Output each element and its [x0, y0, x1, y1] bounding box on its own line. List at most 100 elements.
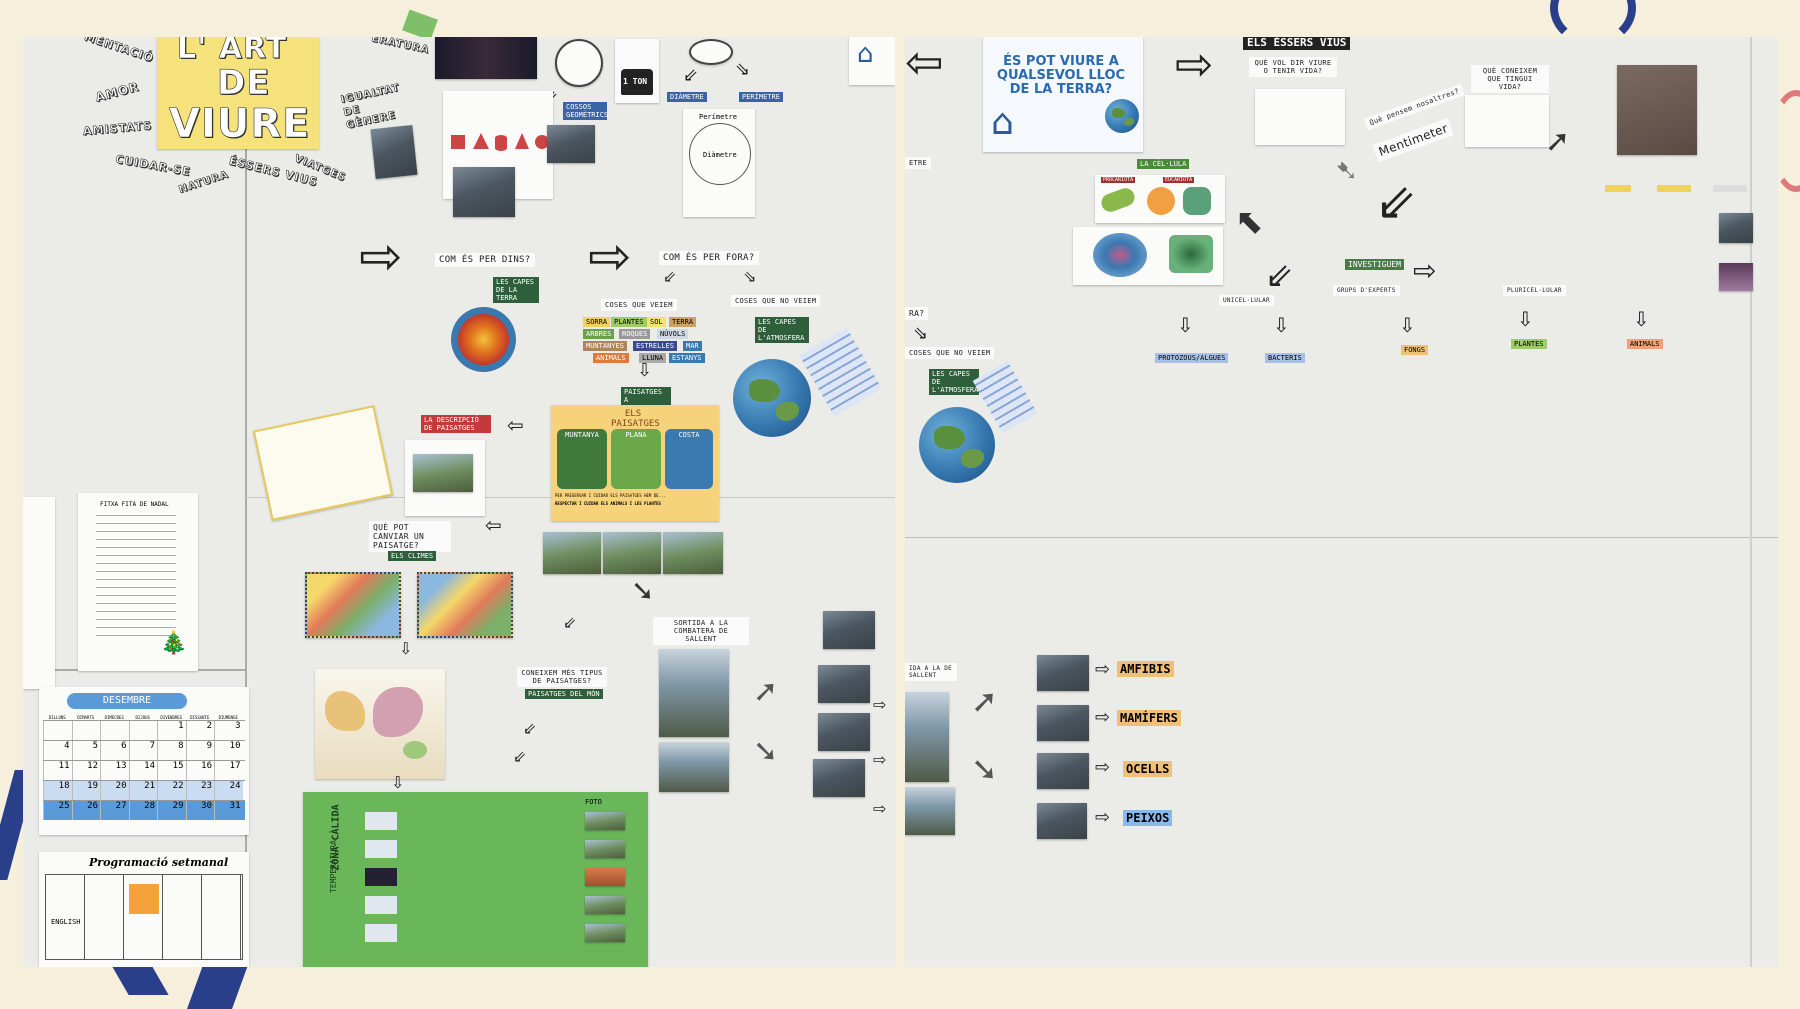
- foto-header: FOTO: [585, 798, 602, 806]
- coses-word: ARBRES: [583, 329, 615, 339]
- ra-label: RA?: [905, 307, 929, 320]
- group-photo: [823, 611, 875, 649]
- calendar-day: 9: [185, 741, 215, 760]
- calendar-day: 22: [157, 781, 186, 800]
- board-seam: [1750, 37, 1752, 967]
- list-heading: [1605, 185, 1631, 192]
- calendar-weekday: DIVENDRES: [160, 715, 183, 720]
- curved-arrow-icon: ➷: [1335, 154, 1359, 187]
- coses-word: ESTANYS: [669, 353, 705, 363]
- calendar-day: [128, 721, 158, 740]
- diametre-label: DIÀMETRE: [667, 92, 707, 102]
- grups-label: GRUPS D'EXPERTS: [1333, 285, 1400, 296]
- map-thumb: [365, 868, 397, 886]
- cellula-tag: LA CÈL·LULA: [1137, 159, 1190, 169]
- classroom-photo: [453, 167, 515, 217]
- coses-word: PLANTES: [611, 317, 647, 327]
- curved-arrow-icon: ➚: [971, 682, 998, 720]
- coses-veiem-label: COSES QUE VEIEM: [601, 299, 677, 311]
- coses-word: MAR: [683, 341, 702, 351]
- shape-pyramid-icon: [473, 133, 489, 149]
- calendar-day: 12: [71, 761, 101, 780]
- que-coneixem-card: [1465, 95, 1549, 147]
- calendar-day: 10: [214, 741, 243, 760]
- group-photo: [813, 759, 865, 797]
- calendar-day: 13: [100, 761, 129, 780]
- procariota-label: PROCARIOTA: [1101, 177, 1136, 183]
- arrow-down-right-icon: ⇘: [743, 267, 757, 286]
- curved-arrow-icon: ➘: [971, 750, 998, 788]
- calendar-day: 28: [128, 801, 158, 820]
- zone-photo: [585, 840, 625, 858]
- coses-word: LLUNA: [639, 353, 667, 363]
- decor-blue-curve-top-right: [1550, 0, 1636, 46]
- capes-tag-right: LES CAPES DE L'ATMOSFERA: [929, 369, 979, 395]
- dins-label: COM ÉS PER DINS?: [435, 253, 535, 267]
- arrow-right-icon: ⇨: [873, 799, 887, 818]
- calendar-weekday: DISSABTE: [190, 715, 210, 720]
- arrow-down-icon: ⇩: [399, 639, 413, 658]
- left-board-photo: L' ART DE VIURE MENTACIÓ AMOR AMISTATS C…: [23, 37, 895, 967]
- big-arrow-right-icon: ⇨: [359, 227, 403, 287]
- calendar-day: 25: [43, 801, 72, 820]
- calendar-day: 6: [100, 741, 129, 760]
- pot-canviar-label: QUÈ POT CANVIAR UN PAISATGE?: [369, 521, 451, 552]
- coses-word: SORRA: [583, 317, 611, 327]
- calendar-day: 5: [71, 741, 101, 760]
- coses-words-cluster: SORRA PLANTES SOL TERRA ARBRES ROQUES NÚ…: [583, 317, 713, 372]
- tower-photo: [905, 692, 949, 782]
- arrow-right-icon: ⇨: [873, 695, 887, 714]
- que-vol-card: [1255, 89, 1345, 145]
- arrow-left-icon: ⇦: [507, 413, 524, 437]
- circle-diagram: [689, 123, 751, 185]
- calendar-day: 27: [100, 801, 129, 820]
- map-thumb: [365, 896, 397, 914]
- landscape-strip-photo: [663, 532, 723, 574]
- house-icon: ⌂: [991, 102, 1014, 143]
- essers-title: ELS ÉSSERS VIUS: [1243, 37, 1351, 50]
- landscape-photo: [905, 787, 955, 835]
- earth-globe: [919, 407, 995, 483]
- calendar-day: 26: [71, 801, 101, 820]
- coses-word: ROQUES: [619, 329, 651, 339]
- earth-globe: [1105, 99, 1139, 133]
- worksheet-card: [252, 405, 394, 521]
- fitxa-title: FITXA FITA DE NADAL: [100, 501, 169, 508]
- right-board-photo: ⇦ ÉS POT VIURE A QUALSEVOL LLOC DE LA TE…: [905, 37, 1778, 967]
- que-vol-label: QUÈ VOL DIR VIURE O TENIR VIDA?: [1249, 57, 1337, 77]
- landscape-strip-photo: [603, 532, 661, 574]
- title-line-2: DE: [217, 63, 271, 104]
- coses-word: ANIMALS: [593, 353, 629, 363]
- bacteria-cell-icon: [1098, 185, 1138, 215]
- arrow-down-right-icon: ⇘: [913, 323, 929, 344]
- paisatges-mon-tag: PAISATGES DEL MÓN: [525, 689, 603, 699]
- calendar-day: 16: [185, 761, 215, 780]
- shape-cylinder-icon: [495, 135, 507, 151]
- arrow-down-left-icon: ⇙: [663, 267, 677, 286]
- calendar-weekday: DIMECRES: [104, 715, 124, 720]
- landscape-strip-photo: [543, 532, 601, 574]
- zona-calida-poster: TEMPERATURA ZONA CÀLIDA FOTO: [303, 792, 648, 967]
- pluricel-label: PLURICEL·LULAR: [1503, 285, 1566, 296]
- grup-protozous: PROTOZOUS/ALGUES: [1155, 353, 1229, 363]
- grup-fongs: FONGS: [1401, 345, 1429, 355]
- map-thumb: [365, 812, 397, 830]
- calendar-day: [43, 721, 72, 740]
- diametre-card-label: Diàmetre: [703, 151, 737, 159]
- big-arrow-right-icon: ⇨: [588, 227, 632, 287]
- arrow-right-icon: ⇨: [873, 750, 887, 769]
- paisatges-poster: ELS PAISATGES MUNTANYA PLANA COSTA PER P…: [551, 405, 719, 521]
- calendar-day: 1: [157, 721, 186, 740]
- cossos-label: COSSOS GEOMÈTRICS: [563, 102, 608, 120]
- map-continent: [403, 741, 427, 759]
- coses-word: MUNTANYES: [583, 341, 627, 351]
- calendar-day: 3: [214, 721, 243, 740]
- cells-diagram-card: [1073, 227, 1223, 285]
- calendar-day: 17: [214, 761, 243, 780]
- calendar-weekday: DIMARTS: [77, 715, 95, 720]
- zone-photo: [585, 924, 625, 942]
- arrow-down-left-icon: ⇙: [683, 65, 699, 86]
- tower-photo: [659, 649, 729, 737]
- unicel-label: UNICEL·LULAR: [1219, 295, 1274, 306]
